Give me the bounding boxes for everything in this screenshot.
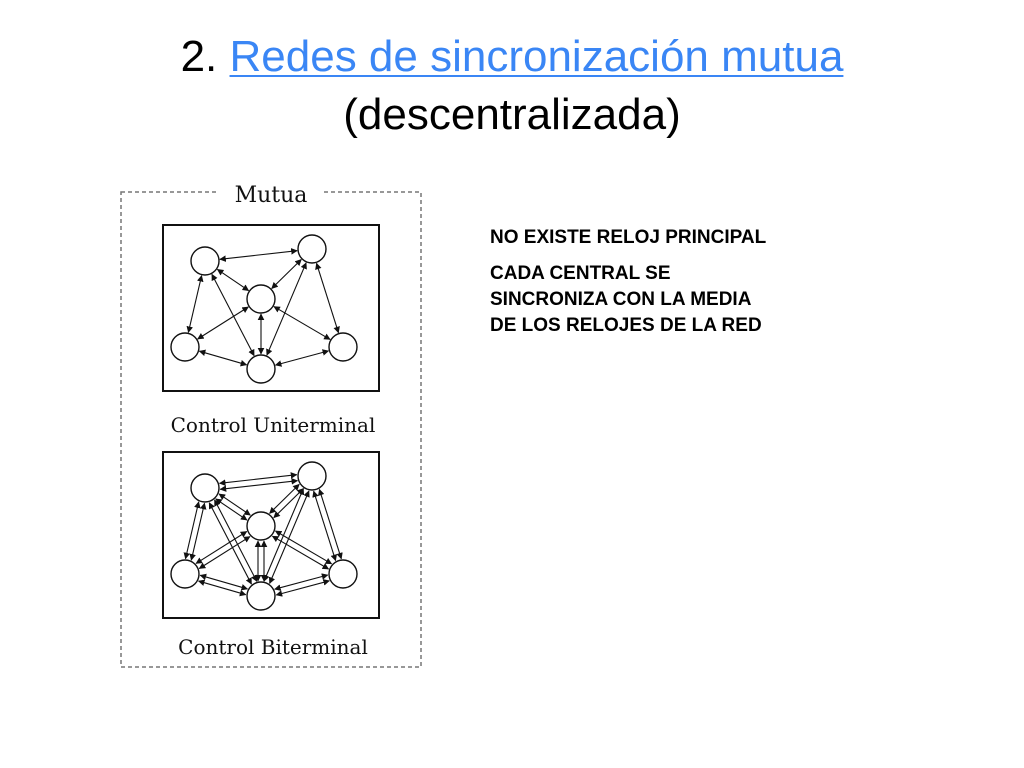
figure-svg: Mutua Control Uniterminal Control Biterm… bbox=[120, 179, 422, 668]
uniterminal-caption: Control Uniterminal bbox=[171, 413, 376, 437]
network-link bbox=[195, 531, 248, 564]
network-node bbox=[297, 234, 327, 264]
network-link bbox=[274, 349, 330, 367]
network-link bbox=[274, 530, 333, 565]
network-link bbox=[211, 273, 255, 357]
network-node bbox=[328, 559, 358, 589]
sync-network-figure: Mutua Control Uniterminal Control Biterm… bbox=[118, 175, 424, 672]
network-link bbox=[273, 306, 331, 340]
network-link bbox=[208, 502, 252, 585]
biterminal-box bbox=[162, 451, 380, 619]
network-node bbox=[246, 354, 276, 384]
title-line-2: (descentralizada) bbox=[343, 90, 681, 139]
network-node bbox=[246, 511, 276, 541]
network-link bbox=[318, 488, 343, 560]
notes-panel: NO EXISTE RELOJ PRINCIPAL CADA CENTRAL S… bbox=[490, 225, 910, 349]
network-node bbox=[246, 284, 276, 314]
network-link bbox=[219, 248, 298, 262]
network-link bbox=[271, 535, 330, 570]
network-node bbox=[246, 581, 276, 611]
network-node bbox=[170, 559, 200, 589]
network-link bbox=[315, 262, 340, 334]
network-link bbox=[189, 502, 207, 561]
network-link bbox=[312, 490, 337, 562]
frame-label: Mutua bbox=[235, 183, 308, 208]
network-link bbox=[197, 579, 247, 597]
title-number: 2. bbox=[180, 32, 218, 81]
slide-title: 2. Redes de sincronización mutua (descen… bbox=[0, 28, 1024, 144]
network-node bbox=[170, 332, 200, 362]
network-node bbox=[190, 473, 220, 503]
biterminal-caption: Control Biterminal bbox=[178, 635, 368, 659]
frame-label-bg bbox=[218, 179, 324, 205]
network-link bbox=[198, 349, 248, 367]
title-link[interactable]: Redes de sincronización mutua bbox=[229, 32, 844, 81]
network-link bbox=[216, 268, 250, 292]
network-node bbox=[297, 461, 327, 491]
network-link bbox=[219, 478, 299, 492]
network-link bbox=[197, 306, 249, 340]
network-link bbox=[186, 274, 204, 334]
network-link bbox=[274, 573, 329, 591]
network-link bbox=[268, 490, 310, 584]
network-link bbox=[199, 573, 249, 591]
title-line-1: 2. Redes de sincronización mutua bbox=[0, 28, 1024, 86]
note-no-main-clock: NO EXISTE RELOJ PRINCIPAL bbox=[490, 227, 767, 248]
biterminal-network bbox=[170, 461, 358, 611]
uniterminal-box bbox=[162, 224, 380, 392]
network-node bbox=[190, 246, 220, 276]
note-sync-average: CADA CENTRAL SE SINCRONIZA CON LA MEDIA … bbox=[490, 263, 762, 336]
network-link bbox=[275, 579, 330, 597]
network-link bbox=[183, 501, 201, 560]
network-node bbox=[328, 332, 358, 362]
network-link bbox=[266, 262, 307, 356]
uniterminal-network bbox=[170, 234, 358, 384]
